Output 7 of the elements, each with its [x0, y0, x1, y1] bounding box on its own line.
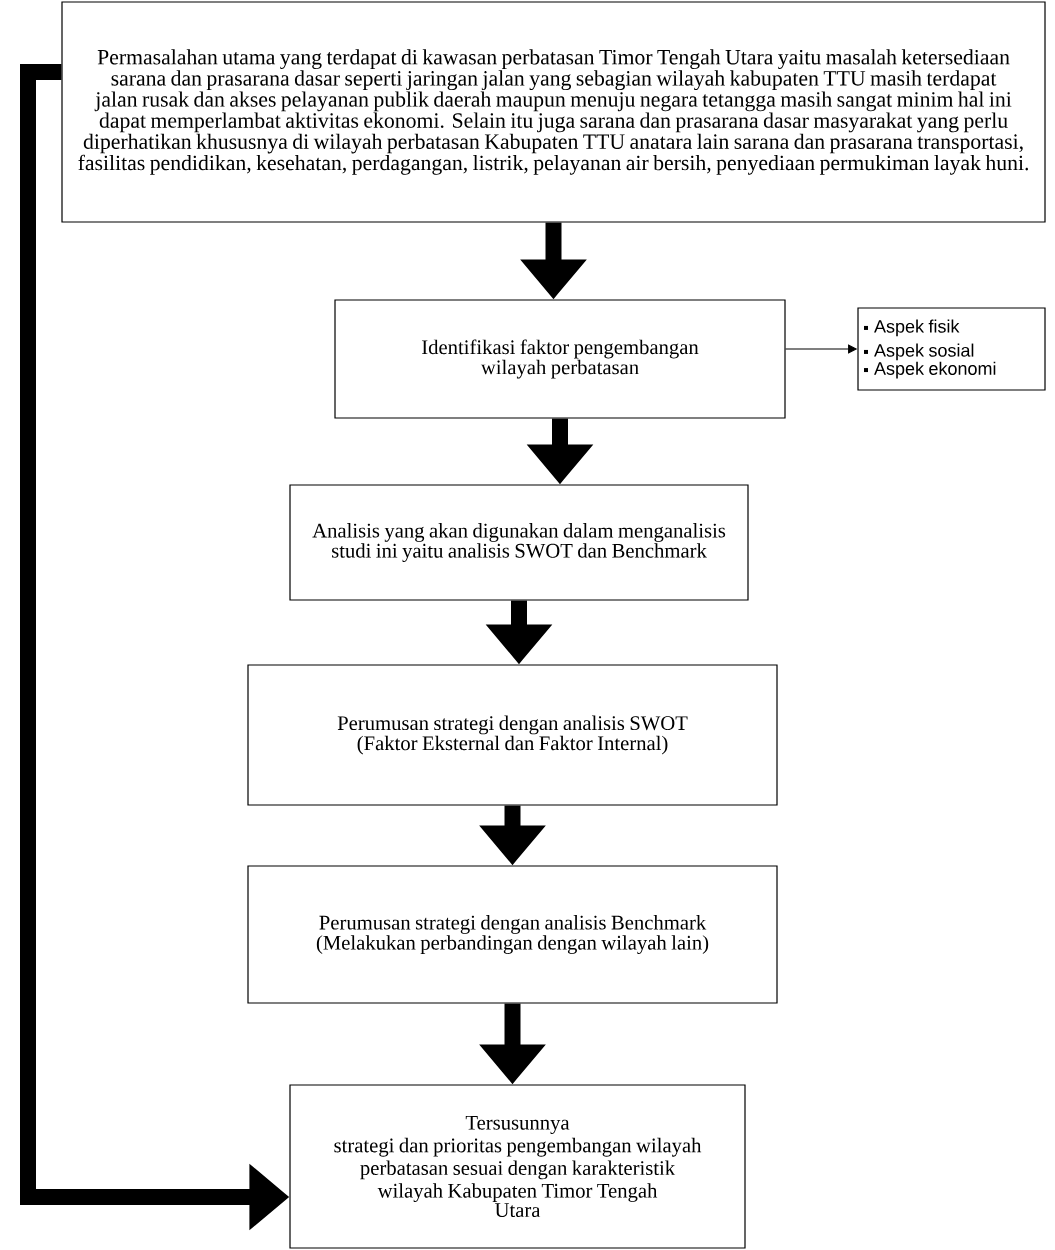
process-box: Perumusan strategi dengan analisis Benchmark (Melakukan perbandingan dengan wilayah lain)	[247, 865, 778, 1004]
process-box: Permasalahan utama yang terdapat di kawasan perbatasan Timor Tengah Utara yaitu masalah ketersediaan sarana dan prasarana dasar seperti jaringan jalan yang sebagian wilayah kabupaten TTU masih terdapat jalan rusak dan akses pelayanan publik daerah maupun menuju negara tetangga masih sangat minim hal ini dapat memperlambat aktivitas ekonomi. Selain itu juga sarana dan prasarana dasar masyarakat yang perlu diperhatikan khususnya di wilayah perbatasan Kabupaten TTU anatara lain sarana dan prasarana transportasi, fasilitas pendidikan, kesehatan, perdagangan, listrik, pelayanan air bersih, penyediaan permukiman layak huni.	[61, 1, 1046, 223]
process-box: Identifikasi faktor pengembangan wilayah perbatasan	[334, 299, 786, 419]
process-box: Analisis yang akan digunakan dalam menganalisis studi ini yaitu analisis SWOT dan Benchmark	[289, 484, 749, 601]
process-box: Perumusan strategi dengan analisis SWOT (Faktor Eksternal dan Faktor Internal)	[247, 664, 778, 806]
bullet-list-box: Aspek fisik Aspek sosial Aspek ekonomi	[857, 307, 1046, 391]
process-box: Tersusunnya strategi dan prioritas pengembangan wilayah perbatasan sesuai dengan karakteristik wilayah Kabupaten Timor Tengah Utara	[289, 1084, 746, 1249]
